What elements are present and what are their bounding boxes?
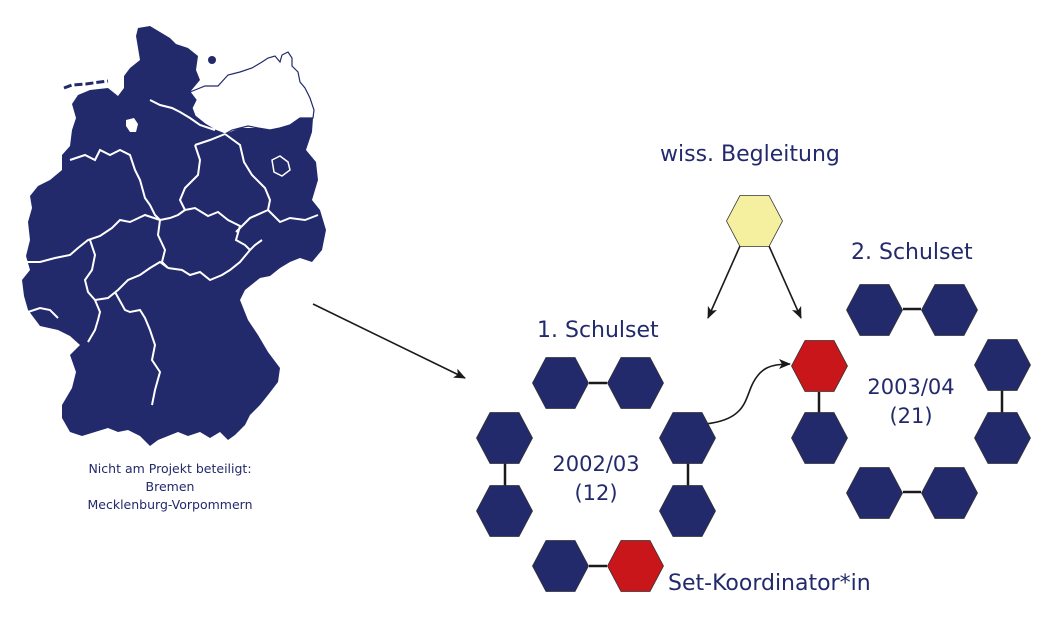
map-note: Nicht am Projekt beteiligt: Bremen Meckl… bbox=[50, 460, 290, 514]
advisor-label: wiss. Begleitung bbox=[660, 142, 840, 167]
advisor-arrow-left bbox=[707, 245, 741, 319]
island-frisian bbox=[63, 79, 109, 90]
school-hexagon bbox=[659, 485, 716, 537]
school-hexagon bbox=[659, 412, 716, 464]
set1-connectors bbox=[503, 381, 690, 568]
set1-title: 1. Schulset bbox=[537, 318, 659, 343]
germany-participating-states bbox=[22, 26, 326, 446]
island-fehmarn bbox=[208, 56, 216, 64]
school-hexagon bbox=[532, 540, 589, 592]
set2-year: 2003/04 bbox=[867, 375, 955, 399]
coordinator-hexagon bbox=[791, 340, 848, 392]
school-hexagon bbox=[846, 284, 903, 336]
school-hexagon bbox=[974, 412, 1031, 464]
set1-center: 2002/03 (12) bbox=[540, 450, 652, 508]
set2-title: 2. Schulset bbox=[851, 240, 973, 265]
state-bremen bbox=[126, 118, 138, 132]
school-hexagon bbox=[921, 284, 978, 336]
coordinator-transfer-arrow bbox=[704, 359, 791, 425]
school-hexagon bbox=[846, 467, 903, 519]
state-berlin bbox=[271, 155, 291, 177]
advisor-hexagon bbox=[726, 195, 783, 247]
set2-center: 2003/04 (21) bbox=[855, 373, 967, 431]
school-hexagon bbox=[974, 339, 1031, 391]
coordinator-hexagon bbox=[607, 540, 664, 592]
school-hexagon bbox=[532, 357, 589, 409]
school-hexagon bbox=[476, 412, 533, 464]
map-note-mv: Mecklenburg-Vorpommern bbox=[87, 497, 253, 512]
state-borders bbox=[26, 99, 319, 406]
set1-year: 2002/03 bbox=[552, 452, 640, 476]
map-to-set-arrow bbox=[312, 303, 466, 379]
school-hexagon bbox=[921, 467, 978, 519]
set2-connectors bbox=[817, 307, 1004, 494]
school-hexagon bbox=[791, 412, 848, 464]
coordinator-label: Set-Koordinator*in bbox=[668, 571, 871, 596]
map-note-heading: Nicht am Projekt beteiligt: bbox=[88, 461, 252, 476]
school-hexagon bbox=[607, 357, 664, 409]
school-hexagon bbox=[476, 485, 533, 537]
germany-map bbox=[22, 26, 326, 446]
map-note-bremen: Bremen bbox=[145, 479, 195, 494]
set2-count: (21) bbox=[889, 404, 933, 428]
set1-count: (12) bbox=[574, 481, 618, 505]
advisor-arrow-right bbox=[768, 245, 802, 319]
